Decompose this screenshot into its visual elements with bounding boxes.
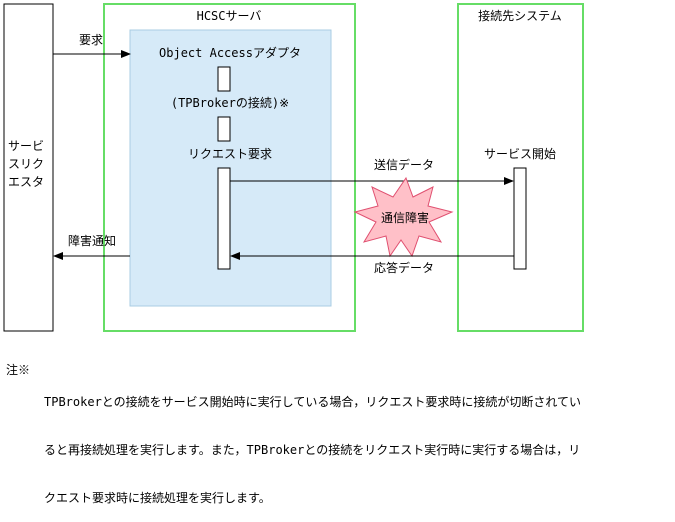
error-notice-label: 障害通知 — [68, 233, 116, 248]
service-requester-label-line-1: サービ — [8, 139, 44, 153]
footnote-line-1: TPBrokerとの接続をサービス開始時に実行している場合，リクエスト要求時に接… — [44, 395, 581, 409]
hcsc-server-title: HCSCサーバ — [197, 9, 262, 23]
service-requester-label-line-2: スリク — [8, 157, 44, 171]
service-start-label: サービス開始 — [484, 147, 556, 161]
service-requester-box — [3, 3, 54, 332]
service-activation-bar — [513, 167, 527, 270]
communication-failure-burst — [353, 176, 454, 258]
target-system-box — [457, 3, 584, 332]
send-data-label: 送信データ — [374, 157, 434, 172]
sequence-diagram: サービ スリク エスタ HCSCサーバ Object Accessアダプタ (T… — [3, 3, 584, 332]
adapter-title: Object Accessアダプタ — [159, 45, 301, 60]
hcsc-server-box — [103, 3, 356, 332]
request-label: リクエスト要求 — [188, 147, 272, 161]
footnote-line-3: クエスト要求時に接続処理を実行します。 — [44, 491, 271, 505]
connection-label: (TPBrokerの接続)※ — [171, 95, 289, 110]
footnote-mark: 注※ — [6, 363, 31, 377]
request-arrow-label: 要求 — [79, 33, 103, 47]
service-requester-label-line-3: エスタ — [8, 175, 44, 189]
communication-failure-label: 通信障害 — [381, 210, 429, 225]
connection-activation-bar-bottom — [217, 116, 231, 142]
connection-activation-bar-top — [217, 66, 231, 92]
request-activation-bar — [217, 167, 231, 270]
target-system-title: 接続先システム — [478, 8, 562, 23]
footnote-line-2: ると再接続処理を実行します。また，TPBrokerとの接続をリクエスト実行時に実… — [44, 443, 581, 457]
response-data-label: 応答データ — [374, 260, 434, 275]
footnote-text: TPBrokerとの接続をサービス開始時に実行している場合，リクエスト要求時に接… — [44, 362, 664, 522]
